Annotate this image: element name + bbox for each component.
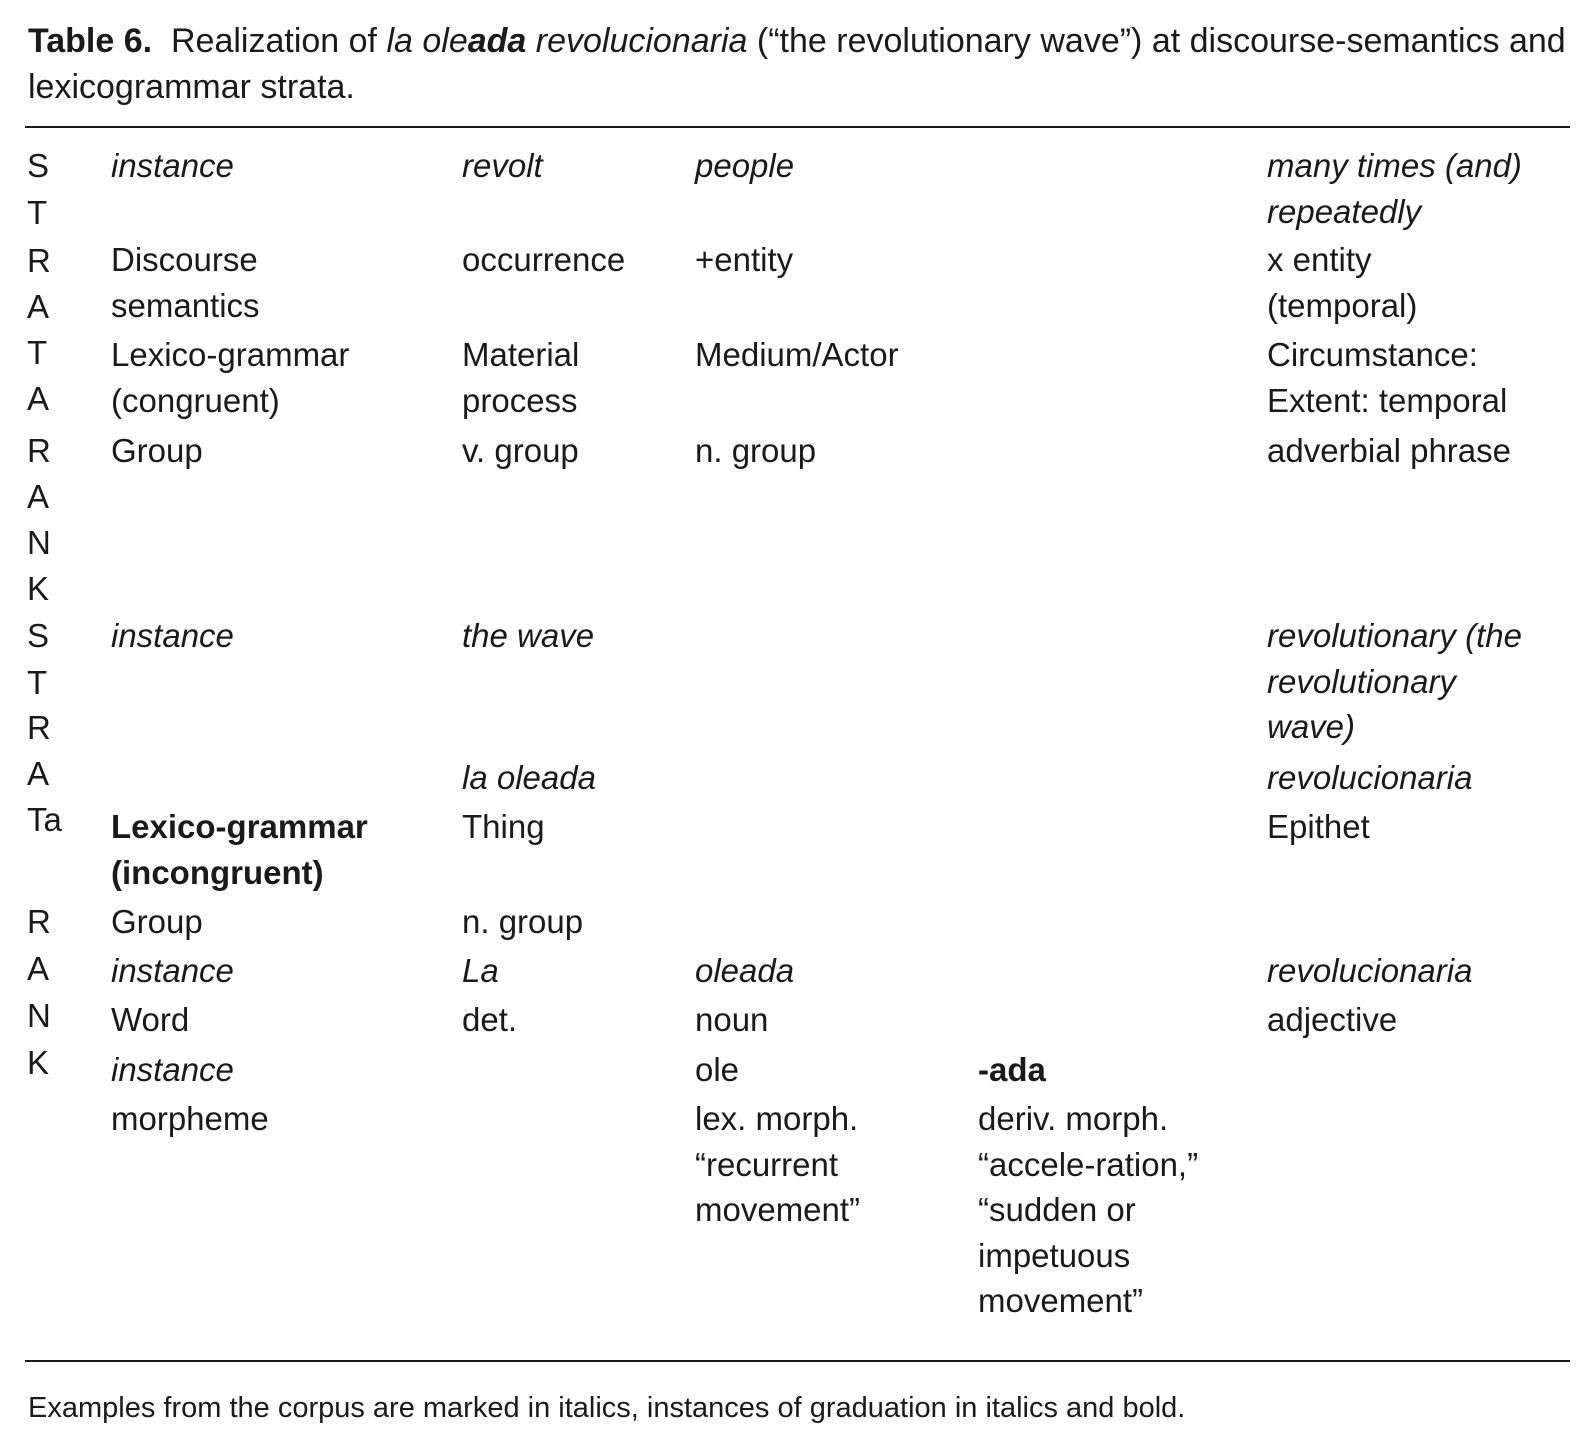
table-cell-c4: deriv. morph.: [978, 1100, 1169, 1137]
table-cell-c5: wave): [1267, 708, 1356, 745]
strata-letter: T: [27, 334, 48, 371]
table-cell-c5: revolutionary: [1267, 662, 1456, 700]
table-cell-c5: adjective: [1267, 1001, 1398, 1038]
table-cell-c1: Group: [111, 432, 203, 469]
table-cell-c5: Epithet: [1267, 808, 1370, 845]
strata-letter: A: [27, 950, 50, 987]
table-cell-c3: lex. morph.: [695, 1100, 859, 1137]
table-cell-c2: Thing: [462, 808, 545, 845]
strata-letter: R: [27, 432, 51, 469]
table-cell-c3: oleada: [695, 952, 795, 989]
table-cell-c2: the wave: [462, 617, 595, 654]
table-cell-c5: revolucionaria: [1267, 759, 1473, 796]
table-cell-c4: “sudden or: [978, 1191, 1136, 1228]
table-cell-c4: -ada: [978, 1051, 1046, 1088]
strata-letter: A: [27, 288, 50, 325]
strata-letter: K: [27, 570, 50, 607]
strata-letter: A: [27, 755, 50, 792]
table-cell-c2: La: [462, 952, 499, 989]
table-cell-c1: instance: [111, 147, 234, 184]
table-cell-c5: revolucionaria: [1267, 952, 1473, 989]
strata-letter: K: [27, 1044, 50, 1081]
table-cell-c1: instance: [111, 952, 234, 989]
table-label: Table 6.: [28, 22, 153, 60]
table-cell-c1: Word: [111, 1001, 190, 1038]
strata-letter: S: [27, 617, 50, 654]
table-cell-c5: repeatedly: [1267, 192, 1422, 230]
caption-italic-b: revolucionaria: [526, 22, 748, 60]
strata-letter: N: [27, 997, 51, 1034]
table-cell-c3: Medium/Actor: [695, 336, 899, 373]
strata-letter: N: [27, 524, 51, 561]
table-cell-c5: Circumstance:: [1267, 336, 1478, 373]
strata-letter: R: [27, 709, 51, 746]
table-cell-c1: Lexico-grammar: [111, 336, 350, 373]
strata-letter: T: [27, 664, 48, 701]
table-cell-c3: n. group: [695, 432, 817, 469]
table-top-rule: [25, 126, 1570, 128]
strata-letter: Ta: [27, 801, 62, 838]
table-cell-c1: morpheme: [111, 1100, 269, 1137]
table-bottom-rule: [25, 1360, 1570, 1362]
table-cell-c5: revolutionary (the: [1267, 617, 1522, 654]
table-cell-c2: occurrence: [462, 241, 626, 278]
strata-letter: S: [27, 147, 50, 184]
table-cell-c2: det.: [462, 1001, 518, 1038]
strata-letter: A: [27, 478, 50, 515]
table-cell-c1: semantics: [111, 286, 260, 324]
table-cell-c2: la oleada: [462, 759, 596, 796]
table-cell-c5: x entity: [1267, 241, 1372, 278]
table-cell-c2: n. group: [462, 903, 584, 940]
table-cell-c5: adverbial phrase: [1267, 432, 1511, 469]
table-cell-c2: process: [462, 381, 578, 419]
table-cell-c5: many times (and): [1267, 147, 1522, 184]
table-caption: Table 6. Realization of la oleada revolu…: [28, 18, 1568, 110]
caption-text-after: (“the revolutionary wave”) at discourse-…: [28, 22, 1566, 106]
caption-bold-italic: ada: [467, 22, 527, 60]
table-cell-c3: “recurrent: [695, 1145, 839, 1183]
table-cell-c1: Group: [111, 903, 203, 940]
strata-letter: R: [27, 242, 51, 279]
table-cell-c2: v. group: [462, 432, 579, 469]
table-cell-c1: instance: [111, 1051, 234, 1088]
table-cell-c5: Extent: temporal: [1267, 381, 1508, 419]
table-cell-c4: impetuous: [978, 1236, 1131, 1274]
table-cell-c1: Discourse: [111, 241, 258, 278]
table-cell-c4: movement”: [978, 1282, 1144, 1319]
table-cell-c5: (temporal): [1267, 286, 1418, 324]
caption-italic-a: la ole: [386, 22, 468, 60]
table-footnote: Examples from the corpus are marked in i…: [28, 1392, 1186, 1424]
strata-letter: A: [27, 380, 50, 417]
table-cell-c1: (incongruent): [111, 853, 324, 891]
strata-letter: R: [27, 903, 51, 940]
table-cell-c3: noun: [695, 1001, 769, 1038]
table-cell-c3: movement”: [695, 1191, 861, 1228]
table-cell-c3: +entity: [695, 241, 794, 278]
table-cell-c1: instance: [111, 617, 234, 654]
strata-letter: T: [27, 194, 48, 231]
table-cell-c3: ole: [695, 1051, 740, 1088]
table-cell-c4: “accele-ration,”: [978, 1145, 1199, 1183]
table-cell-c2: revolt: [462, 147, 543, 184]
table-cell-c3: people: [695, 147, 795, 184]
table-cell-c1: (congruent): [111, 381, 280, 419]
table-cell-c2: Material: [462, 336, 580, 373]
table-cell-c1: Lexico-grammar: [111, 808, 368, 845]
caption-text-before: Realization of: [152, 22, 387, 60]
